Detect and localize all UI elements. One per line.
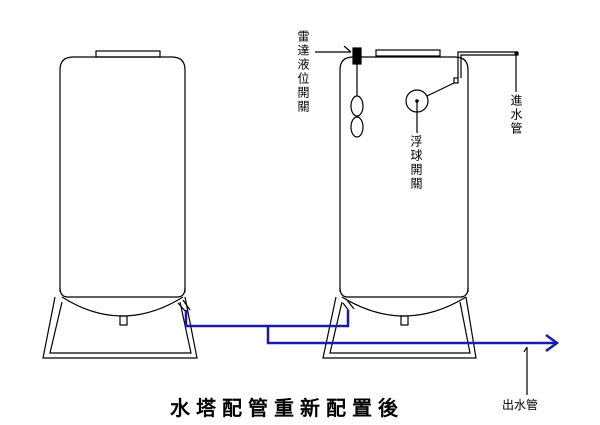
right-tank-drain [400, 315, 409, 326]
right-tank-bowl [341, 296, 467, 317]
left-tank-bowl [61, 296, 184, 317]
diagram-title: 水塔配管重新配置後 [170, 396, 404, 420]
right-tank-body [339, 56, 469, 292]
float-switch-label: 浮球開關 [409, 135, 423, 191]
left-tank-body [59, 56, 186, 292]
left-tank-drain [119, 315, 128, 326]
left-tank-stand [42, 296, 198, 359]
left-water-tank [42, 50, 198, 359]
inlet-pipe [457, 51, 519, 92]
radar-level-switch [315, 45, 364, 138]
inlet-pipe-label: 進水管 [509, 94, 523, 136]
radar-switch-label: 雷達液位開關 [296, 30, 310, 114]
right-tank-stand [322, 296, 477, 359]
left-tank-lid [95, 50, 161, 58]
float-ball-switch [405, 77, 459, 133]
right-water-tank [322, 49, 477, 359]
outlet-piping [184, 310, 560, 353]
outlet-pipe-label: 出水管 [502, 398, 539, 412]
right-tank-lid [375, 49, 441, 57]
